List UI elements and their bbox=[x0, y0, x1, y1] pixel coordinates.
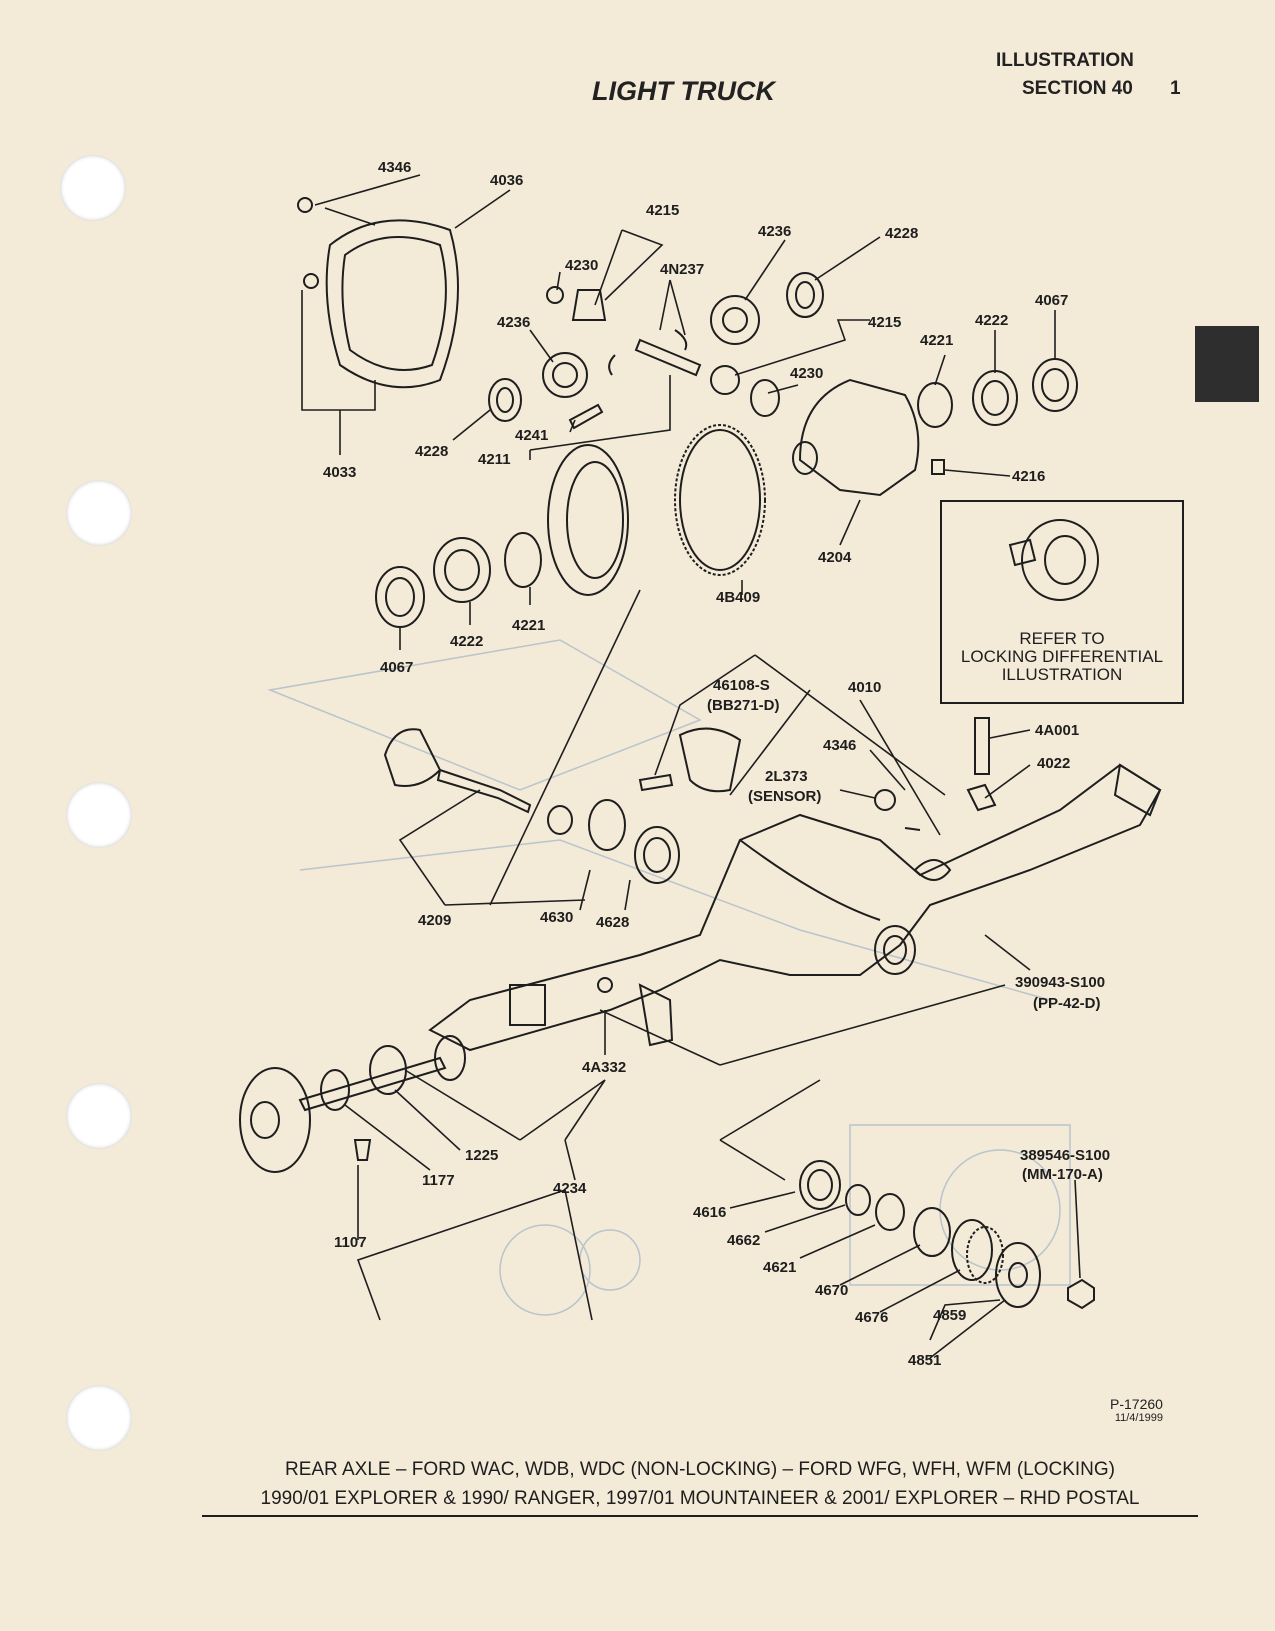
callout-4215: 4215 bbox=[646, 202, 679, 219]
footer-rule bbox=[202, 1515, 1198, 1517]
callout-4022: 4022 bbox=[1037, 755, 1070, 772]
binder-hole bbox=[66, 1385, 132, 1451]
callout-4221: 4221 bbox=[512, 617, 545, 634]
ring-gear bbox=[547, 424, 766, 596]
callout-4662: 4662 bbox=[727, 1232, 760, 1249]
page-title: LIGHT TRUCK bbox=[592, 76, 775, 106]
callout-4616: 4616 bbox=[693, 1204, 726, 1221]
callout-4222: 4222 bbox=[975, 312, 1008, 329]
footer-line-2: 1990/01 EXPLORER & 1990/ RANGER, 1997/01… bbox=[260, 1488, 1140, 1509]
footer-caption: REAR AXLE – FORD WAC, WDB, WDC (NON-LOCK… bbox=[200, 1455, 1200, 1513]
callout-4241: 4241 bbox=[515, 427, 548, 444]
callout-4209: 4209 bbox=[418, 912, 451, 929]
callout-4215: 4215 bbox=[868, 314, 901, 331]
axle-housing bbox=[428, 763, 1162, 1052]
callout-labels: 4346 4036 4215 4236 4228 4230 4N237 4067… bbox=[323, 159, 1110, 1369]
callout-4221: 4221 bbox=[920, 332, 953, 349]
callout-4346: 4346 bbox=[378, 159, 411, 176]
callout-PP-42-D: (PP-42-D) bbox=[1033, 995, 1101, 1012]
callout-4676: 4676 bbox=[855, 1309, 888, 1326]
callout-4236: 4236 bbox=[758, 223, 791, 240]
callout-389546-S100: 389546-S100 bbox=[1020, 1147, 1110, 1164]
page-number: 1 bbox=[1170, 78, 1181, 99]
section-label: SECTION 40 bbox=[1022, 78, 1133, 99]
callout-4228: 4228 bbox=[415, 443, 448, 460]
differential-cover bbox=[297, 197, 459, 389]
binder-hole bbox=[66, 782, 132, 848]
callout-1177: 1177 bbox=[422, 1172, 455, 1189]
callout-1225: 1225 bbox=[465, 1147, 498, 1164]
callout-4621: 4621 bbox=[763, 1259, 796, 1276]
callout-4236: 4236 bbox=[497, 314, 530, 331]
lockbox-line-2: LOCKING DIFFERENTIAL bbox=[960, 647, 1164, 666]
callout-4630: 4630 bbox=[540, 909, 573, 926]
callout-MM-170-A: (MM-170-A) bbox=[1022, 1166, 1103, 1183]
callout-1107: 1107 bbox=[334, 1234, 367, 1251]
callout-4010: 4010 bbox=[848, 679, 881, 696]
callout-BB271-D: (BB271-D) bbox=[707, 697, 780, 714]
drive-pinion bbox=[383, 728, 680, 884]
locking-components bbox=[799, 1160, 1095, 1310]
drawing-date: 11/4/1999 bbox=[1114, 1412, 1163, 1424]
callout-4859: 4859 bbox=[933, 1307, 966, 1324]
ghost-show-through bbox=[267, 639, 1071, 1316]
illustration-label: ILLUSTRATION bbox=[996, 50, 1134, 71]
footer-line-1: REAR AXLE – FORD WAC, WDB, WDC (NON-LOCK… bbox=[284, 1459, 1116, 1480]
axle-shaft-assembly bbox=[239, 1035, 466, 1173]
lockbox-line-3: ILLUSTRATION bbox=[1001, 665, 1123, 684]
callout-4230: 4230 bbox=[790, 365, 823, 382]
callout-4067: 4067 bbox=[1035, 292, 1068, 309]
callout-4851: 4851 bbox=[908, 1352, 941, 1369]
callout-46108-S: 46108-S bbox=[713, 677, 770, 694]
callout-4067: 4067 bbox=[380, 659, 413, 676]
drawing-number: P-17260 bbox=[1110, 1396, 1163, 1412]
callout-4670: 4670 bbox=[815, 1282, 848, 1299]
binder-hole bbox=[66, 1083, 132, 1149]
callout-2L373: 2L373 bbox=[765, 768, 808, 785]
binder-hole bbox=[60, 155, 126, 221]
callout-4204: 4204 bbox=[818, 549, 852, 566]
callout-4A001: 4A001 bbox=[1035, 722, 1079, 739]
callout-4N237: 4N237 bbox=[660, 261, 704, 278]
differential-gears bbox=[488, 272, 824, 430]
locking-differential-thumbnail bbox=[1008, 519, 1099, 601]
callout-4628: 4628 bbox=[596, 914, 629, 931]
leader-lines bbox=[301, 174, 1081, 1359]
callout-390943-S100: 390943-S100 bbox=[1015, 974, 1105, 991]
callout-4234: 4234 bbox=[553, 1180, 587, 1197]
callout-4B409: 4B409 bbox=[716, 589, 760, 606]
differential-case bbox=[792, 358, 1078, 497]
callout-4211: 4211 bbox=[478, 451, 511, 468]
callout-4230: 4230 bbox=[565, 257, 598, 274]
callout-4216: 4216 bbox=[1012, 468, 1045, 485]
carrier-bearings-left bbox=[375, 532, 542, 628]
callout-SENSOR: (SENSOR) bbox=[748, 788, 821, 805]
bearing-caps-sensor bbox=[638, 717, 997, 831]
callout-4228: 4228 bbox=[885, 225, 918, 242]
callout-4346: 4346 bbox=[823, 737, 856, 754]
locking-differential-reference-box: REFER TO LOCKING DIFFERENTIAL ILLUSTRATI… bbox=[940, 500, 1184, 704]
callout-4036: 4036 bbox=[490, 172, 523, 189]
callout-4033: 4033 bbox=[323, 464, 356, 481]
binder-hole bbox=[66, 480, 132, 546]
callout-4222: 4222 bbox=[450, 633, 483, 650]
drawing-code: P-17260 11/4/1999 bbox=[1110, 1396, 1163, 1424]
callout-4A332: 4A332 bbox=[582, 1059, 626, 1076]
section-tab-marker bbox=[1195, 326, 1259, 402]
lockbox-line-1: REFER TO bbox=[1019, 629, 1105, 648]
